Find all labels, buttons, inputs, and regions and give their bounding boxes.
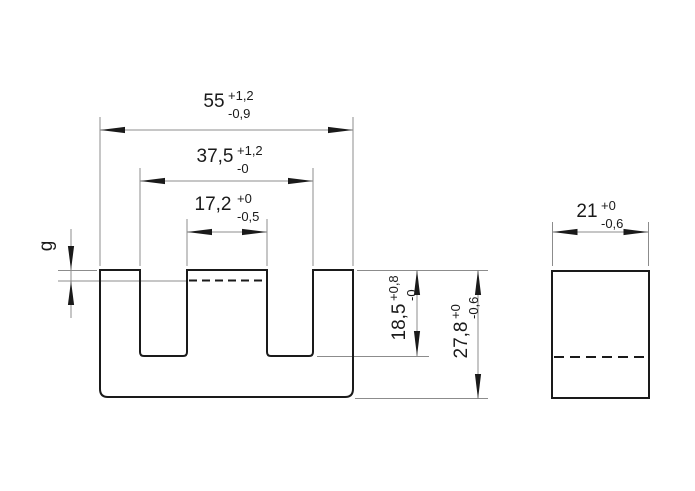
overall-width-value: 55 xyxy=(203,91,224,112)
arrow-window-height-bottom xyxy=(413,331,421,356)
dim-text-depth: 21 +0 -0,6 xyxy=(576,198,623,231)
inner-width-value: 37,5 xyxy=(197,146,234,167)
inner-width-plus-tolerance: +1,2 xyxy=(237,143,263,158)
inner-width-minus-tolerance: -0 xyxy=(237,161,249,176)
depth-minus-tolerance: -0,6 xyxy=(601,216,623,231)
part-outlines xyxy=(99,269,650,399)
overall-height-value: 27,8 xyxy=(451,322,472,359)
arrow-overall-height-top xyxy=(474,270,482,295)
dim-text-inner-width: 37,5 +1,2 -0 xyxy=(197,143,263,176)
window-height-value: 18,5 xyxy=(389,304,410,341)
window-height-plus-tolerance: +0,8 xyxy=(386,275,401,301)
dim-text-overall-height: 27,8 +0 -0,6 xyxy=(448,297,481,359)
overall-width-plus-tolerance: +1,2 xyxy=(228,88,254,103)
arrow-air-gap-bottom xyxy=(67,281,75,305)
dimension-arrowheads xyxy=(67,126,649,399)
dim-text-window-height: 18,5 +0,8 -0 xyxy=(386,275,419,340)
window-height-minus-tolerance: -0 xyxy=(404,289,419,301)
side-view-outline xyxy=(551,270,650,399)
center-leg-width-plus-tolerance: +0 xyxy=(237,191,252,206)
arrow-overall-height-bottom xyxy=(474,374,482,399)
depth-value: 21 xyxy=(576,201,597,222)
air-gap-value: g xyxy=(36,241,57,252)
overall-width-minus-tolerance: -0,9 xyxy=(228,106,250,121)
overall-height-minus-tolerance: -0,6 xyxy=(466,297,481,319)
arrow-air-gap-top xyxy=(67,246,75,270)
dimension-texts: 55 +1,2 -0,9 37,5 +1,2 -0 17,2 +0 -0,5 2… xyxy=(36,88,623,358)
arrow-overall-width-left xyxy=(100,126,125,134)
arrow-overall-width-right xyxy=(328,126,353,134)
e-core-front-view-outline xyxy=(99,269,354,398)
center-leg-width-minus-tolerance: -0,5 xyxy=(237,209,259,224)
overall-height-plus-tolerance: +0 xyxy=(448,304,463,319)
arrow-depth-left xyxy=(552,228,578,236)
arrow-inner-width-left xyxy=(140,177,165,185)
arrow-center-leg-left xyxy=(187,228,212,236)
arrow-window-height-top xyxy=(413,270,421,295)
depth-plus-tolerance: +0 xyxy=(601,198,616,213)
dim-text-overall-width: 55 +1,2 -0,9 xyxy=(203,88,253,121)
arrow-depth-right xyxy=(623,228,649,236)
center-leg-width-value: 17,2 xyxy=(195,194,232,215)
dim-text-air-gap: g xyxy=(36,241,57,252)
arrow-center-leg-right xyxy=(242,228,267,236)
arrow-inner-width-right xyxy=(288,177,313,185)
dim-text-center-leg-width: 17,2 +0 -0,5 xyxy=(195,191,260,224)
